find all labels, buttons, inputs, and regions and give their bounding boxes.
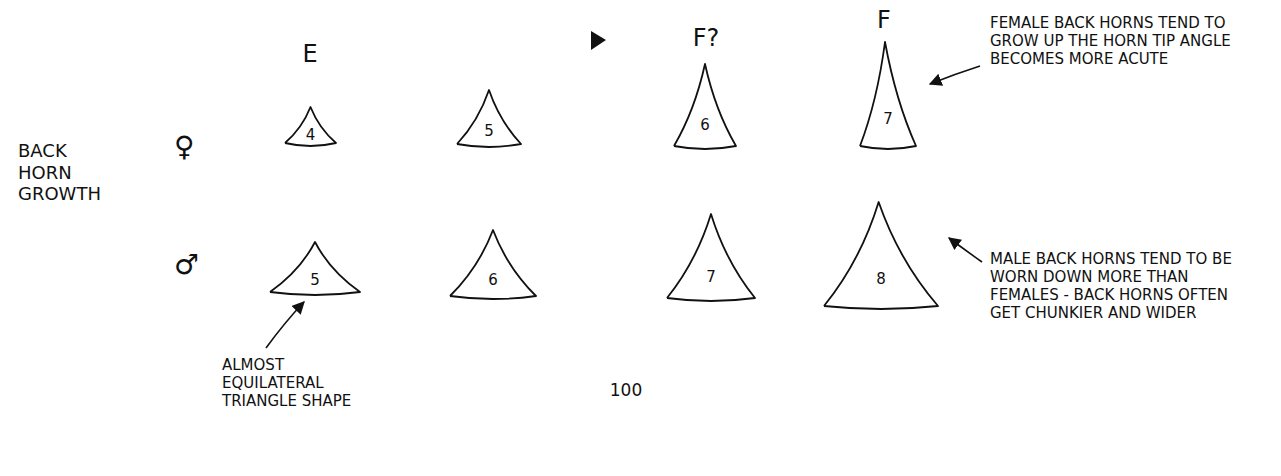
horn-outline: 7 xyxy=(858,40,918,150)
stage-number: 6 xyxy=(448,272,538,289)
stage-pointer xyxy=(591,31,606,50)
stage-number: 7 xyxy=(858,111,918,128)
horn-outline: 6 xyxy=(672,62,738,150)
stage-number: 8 xyxy=(822,271,940,288)
horn-outline: 8 xyxy=(822,200,940,310)
note: ALMOST EQUILATERAL TRIANGLE SHAPE xyxy=(222,356,372,410)
stage-number: 5 xyxy=(455,123,523,140)
leader-line xyxy=(266,302,304,348)
sex-symbol: ♂ xyxy=(174,248,199,282)
page-number: 100 xyxy=(610,380,642,400)
horn-outline: 5 xyxy=(455,88,523,148)
row-heading: BACK HORN GROWTH xyxy=(18,140,108,205)
horn-outline: 6 xyxy=(448,228,538,300)
note: FEMALE BACK HORNS TEND TO GROW UP THE HO… xyxy=(990,14,1250,68)
horn-triangle xyxy=(824,202,938,309)
horn-triangle xyxy=(860,42,916,149)
horn-outline: 5 xyxy=(268,240,362,296)
horn-shape xyxy=(822,200,940,310)
stage-number: 6 xyxy=(672,117,738,134)
horn-outline: 7 xyxy=(665,212,757,302)
horn-shape xyxy=(672,62,738,150)
stage-letter: F xyxy=(877,6,891,35)
leader-line xyxy=(930,66,980,84)
stage-letter: E xyxy=(302,40,317,69)
note: MALE BACK HORNS TEND TO BE WORN DOWN MOR… xyxy=(990,250,1240,322)
horn-triangle xyxy=(674,64,736,149)
horn-triangle xyxy=(450,230,536,299)
stage-number: 4 xyxy=(283,127,338,144)
leader-line xyxy=(949,238,982,262)
sex-symbol: ♀ xyxy=(174,130,195,164)
horn-outline: 4 xyxy=(283,105,338,147)
stage-number: 5 xyxy=(268,272,362,289)
horn-shape xyxy=(448,228,538,300)
stage-number: 7 xyxy=(665,269,757,286)
horn-shape xyxy=(665,212,757,302)
horn-shape xyxy=(858,40,918,150)
horn-triangle xyxy=(667,214,755,301)
stage-letter: F? xyxy=(693,24,720,53)
